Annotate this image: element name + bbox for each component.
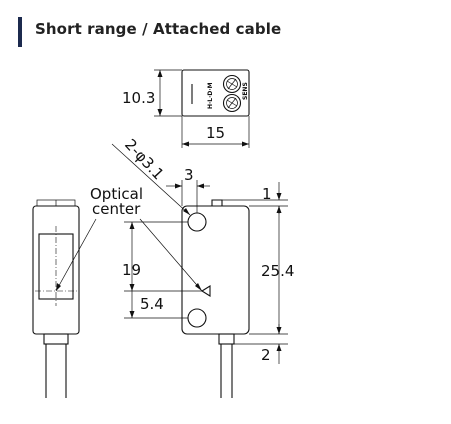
sensitivity-knob bbox=[222, 74, 242, 94]
front-body bbox=[181, 205, 250, 335]
optical-center-label-line1: Optical bbox=[90, 185, 143, 203]
header-accent-bar bbox=[18, 17, 22, 47]
knob-label-right: SENS bbox=[242, 82, 249, 100]
dim-top-margin: 1 bbox=[262, 185, 272, 203]
dim-hole-spec: 2-φ3.1 bbox=[121, 135, 167, 183]
optical-center-label-line2: center bbox=[92, 200, 141, 218]
mode-knob bbox=[222, 93, 242, 113]
optical-center-callout: Optical center bbox=[55, 185, 203, 292]
front-view: 1 25.4 2 3 2-φ3.1 19 5.4 bbox=[111, 135, 294, 398]
dim-top-width: 15 bbox=[206, 124, 225, 142]
dim-hole-offset: 3 bbox=[184, 166, 194, 184]
dim-center-height: 19 bbox=[122, 261, 141, 279]
dim-body-height: 25.4 bbox=[261, 262, 294, 280]
mount-hole-bottom bbox=[187, 308, 207, 328]
section-title: Short range / Attached cable bbox=[35, 20, 282, 38]
top-view-outline bbox=[181, 69, 250, 117]
top-view: H·L·D·M SENS 10.3 15 bbox=[122, 69, 250, 148]
side-view bbox=[32, 199, 80, 398]
knob-label-left: H·L·D·M bbox=[207, 82, 214, 109]
dim-top-height: 10.3 bbox=[122, 89, 155, 107]
dim-bottom-hole: 5.4 bbox=[140, 295, 164, 313]
dim-cable-gap: 2 bbox=[261, 346, 271, 364]
mount-hole-top bbox=[187, 212, 207, 232]
